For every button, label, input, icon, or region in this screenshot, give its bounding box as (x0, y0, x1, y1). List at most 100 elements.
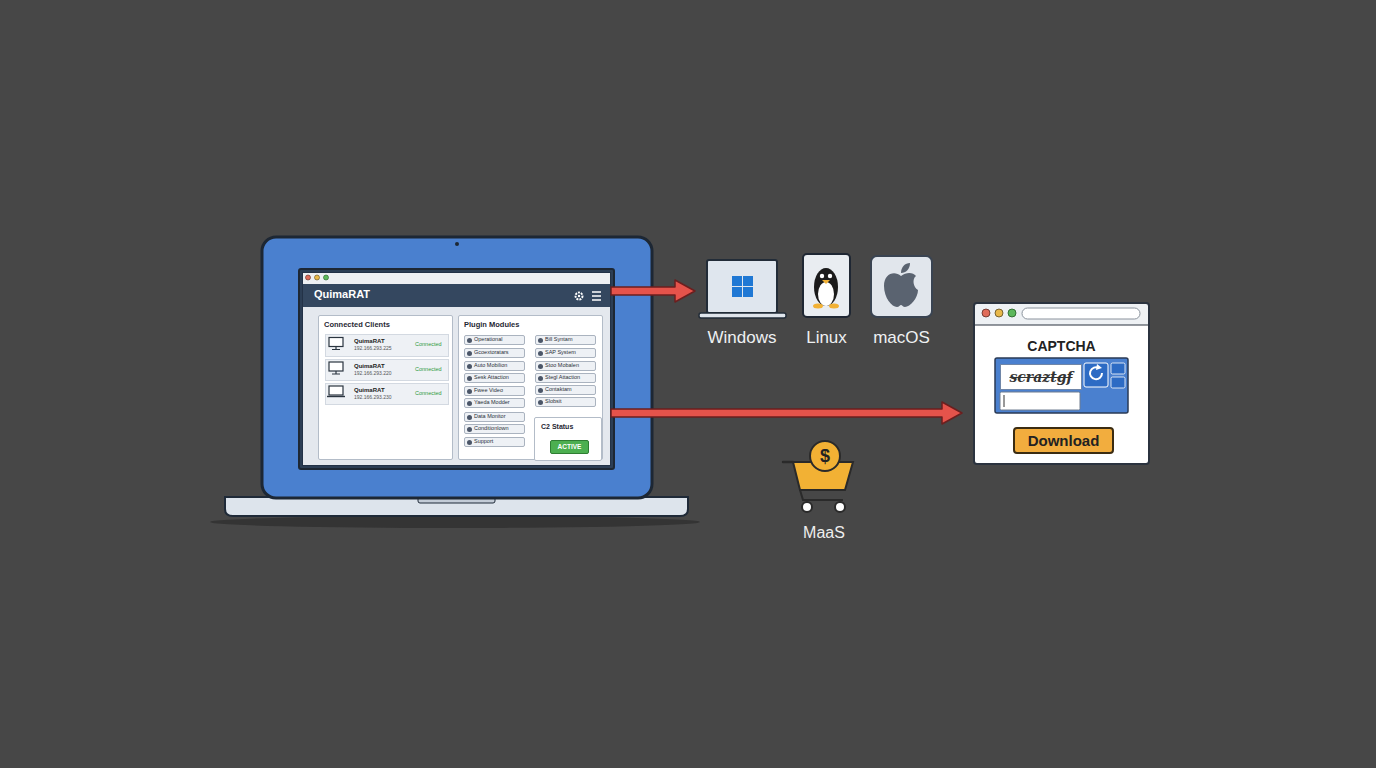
module-button: Fwee Video (464, 386, 525, 396)
module-label: Auto Mobilion (474, 363, 507, 369)
client-name: QuimaRAT (354, 387, 385, 393)
module-button: Sesk Attaction (464, 373, 525, 383)
refresh-arrow (1090, 367, 1102, 379)
client-status: Connected (415, 391, 442, 397)
os-label: macOS (873, 329, 930, 346)
module-icon (538, 376, 543, 381)
plugin-panel: Plugin ModulesOperationalGcoextoratarsAu… (458, 315, 603, 460)
module-label: Stegl Attaction (545, 375, 580, 381)
module-icon (467, 376, 472, 381)
cart-wheel (802, 502, 812, 512)
module-label: Bill Syntam (545, 337, 573, 343)
refresh-arrowhead (1096, 364, 1102, 370)
laptop-client-base (327, 396, 345, 397)
module-button: Stoo Mobalen (535, 361, 596, 371)
cart-frame (800, 490, 843, 500)
gear-icon (576, 293, 583, 300)
module-icon (467, 389, 472, 394)
apple-logo (884, 273, 918, 307)
laptop-shadow (210, 516, 700, 528)
status-title: C2 Status (541, 423, 573, 430)
client-status: Connected (415, 367, 442, 373)
client-ip: 192.166.293.230 (354, 395, 392, 400)
browser-dot (982, 309, 990, 317)
module-button: Data Monitor (464, 412, 525, 422)
status-badge: ACTIVE (550, 440, 589, 454)
coin (810, 441, 840, 471)
client-ip: 192.166.293.225 (354, 346, 392, 351)
laptop-lid (262, 237, 652, 498)
browser-divider (975, 325, 1148, 326)
module-button: Slobsit (535, 397, 596, 407)
module-label: Slobsit (545, 399, 562, 405)
tux-beak (822, 280, 830, 284)
module-icon (467, 338, 472, 343)
window-dot (324, 275, 329, 280)
windows-logo (732, 287, 742, 297)
module-button: Contaktam (535, 385, 596, 395)
window-dot (306, 275, 311, 280)
module-icon (467, 440, 472, 445)
laptop-client-icon (329, 386, 343, 395)
captcha-title: CAPTCHA (975, 339, 1148, 353)
c2-status-box: C2 StatusACTIVE (534, 417, 602, 461)
captcha-code: scraztgf (1009, 370, 1072, 384)
module-icon (467, 427, 472, 432)
text-cursor (1004, 395, 1005, 407)
captcha-image: scraztgf (1000, 364, 1082, 390)
windows-logo (732, 276, 742, 286)
module-label: Contaktam (545, 387, 572, 393)
monitor-icon (329, 338, 343, 347)
module-button: Gcoextoratars (464, 348, 525, 358)
tux-eye (820, 274, 824, 278)
module-icon (467, 351, 472, 356)
client-ip: 192.166.293.220 (354, 371, 392, 376)
url-bar (1022, 308, 1140, 319)
monitor-stand (332, 371, 340, 374)
gear-icon-hub (578, 295, 580, 297)
client-status: Connected (415, 342, 442, 348)
client-name: QuimaRAT (354, 363, 385, 369)
captcha-input (1000, 392, 1080, 410)
module-label: Operational (474, 337, 502, 343)
refresh-button (1084, 363, 1108, 387)
os-icon: Windows (706, 259, 778, 314)
dollar-sign: $ (820, 447, 830, 465)
tux-foot (829, 304, 839, 309)
client-name: QuimaRAT (354, 338, 385, 344)
module-button: Yaeda Modder (464, 398, 525, 408)
monitor-stand (332, 347, 340, 350)
browser-dot (995, 309, 1003, 317)
cart-basket (793, 462, 853, 490)
os-label: Linux (806, 329, 847, 346)
module-label: Sesk Attaction (474, 375, 509, 381)
panel-title: Plugin Modules (464, 321, 519, 329)
module-button: Stegl Attaction (535, 373, 596, 383)
windows-logo (743, 276, 753, 286)
os-icon: Linux (802, 253, 851, 318)
module-label: Fwee Video (474, 388, 503, 394)
download-button: Download (1013, 427, 1114, 454)
module-button: Auto Mobilion (464, 361, 525, 371)
flow-arrow (611, 280, 695, 302)
flow-arrow (611, 402, 962, 424)
os-icon: macOS (870, 255, 933, 318)
cart-wheel (835, 502, 845, 512)
module-icon (467, 401, 472, 406)
module-icon (538, 400, 543, 405)
app-title: QuimaRAT (314, 289, 370, 300)
monitor-icon (329, 362, 343, 371)
module-button: Bill Syntam (535, 335, 596, 345)
module-label: Yaeda Modder (474, 400, 510, 406)
button-label: Download (1028, 433, 1100, 448)
client-row: QuimaRAT 192.166.293.220 Connected (325, 359, 449, 381)
audio-button (1111, 363, 1125, 374)
laptop-display (299, 269, 614, 469)
module-button: Support (464, 437, 525, 447)
module-button: SAP System (535, 348, 596, 358)
laptop-camera (455, 242, 459, 246)
module-button: Conditionlown (464, 424, 525, 434)
